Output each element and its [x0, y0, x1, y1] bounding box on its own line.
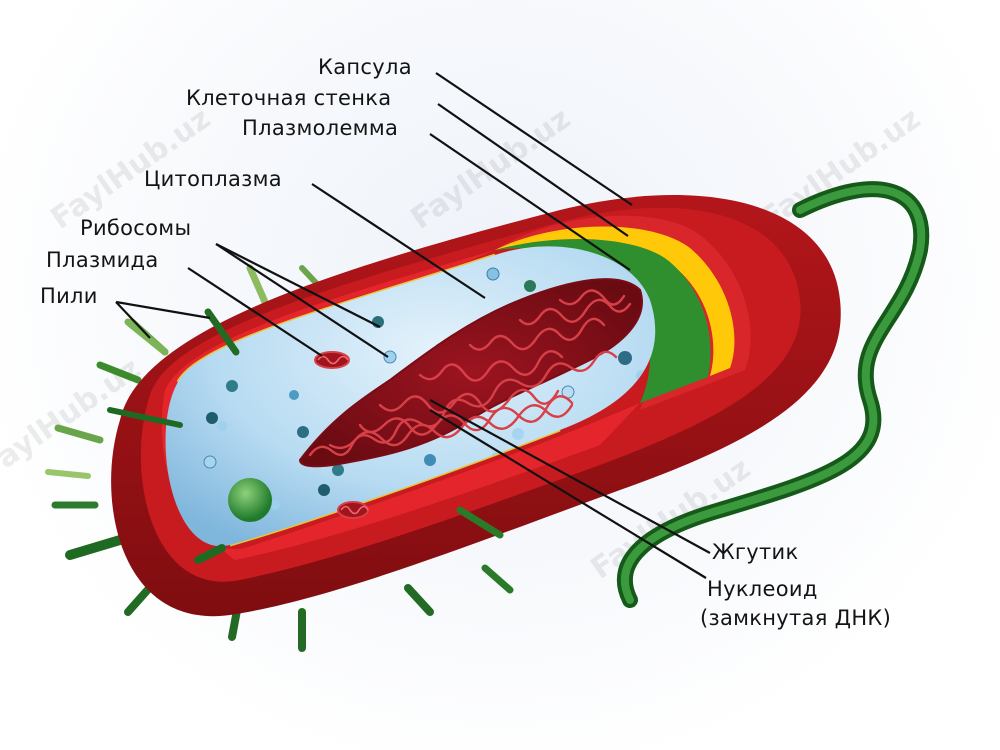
- ribosome: [318, 484, 330, 496]
- ribosome: [297, 426, 309, 438]
- pilus: [124, 318, 169, 356]
- pilus: [107, 407, 183, 428]
- ribosome: [486, 267, 500, 281]
- capsule-inner-lining: [161, 250, 640, 560]
- ribosome: [524, 280, 536, 292]
- pilus: [404, 584, 434, 616]
- label-nucleoid-sub: (замкнутая ДНК): [700, 606, 891, 630]
- pilus: [481, 564, 514, 594]
- ribosome: [383, 350, 397, 364]
- label-cytoplasm: Цитоплазма: [144, 167, 282, 191]
- ribosome: [270, 500, 280, 510]
- plasmid-coils: [340, 505, 369, 515]
- pilus: [65, 535, 125, 560]
- leader-ribosomes-2: [215, 243, 389, 358]
- pilus: [45, 469, 91, 479]
- leader-flagellum: [429, 399, 711, 554]
- leader-cytoplasm: [311, 183, 486, 299]
- cell-wall: [495, 226, 735, 376]
- inclusion-body: [228, 478, 272, 522]
- nucleoid: [298, 278, 643, 468]
- nucleoid-mass: [298, 278, 643, 468]
- leader-ribosomes-1: [215, 243, 381, 328]
- pilus: [299, 265, 321, 288]
- ribosome: [203, 455, 217, 469]
- ribosome: [618, 351, 632, 365]
- front-pili: [107, 308, 504, 564]
- label-cell-wall: Клеточная стенка: [186, 86, 391, 110]
- label-plasmalemma: Плазмолемма: [242, 116, 398, 140]
- leader-nucleoid: [429, 409, 707, 579]
- label-pili: Пили: [40, 284, 98, 308]
- labels: Капсула Клеточная стенка Плазмолемма Цит…: [40, 55, 891, 630]
- ribosome: [289, 390, 299, 400]
- leader-lines: [115, 72, 711, 579]
- plasmid-coils: [317, 355, 349, 365]
- flagellum-highlight: [620, 185, 926, 604]
- nucleoid-strands: [308, 289, 632, 457]
- ribosome: [332, 464, 344, 476]
- plasmid: [337, 501, 369, 519]
- pilus: [456, 506, 504, 539]
- pilus: [194, 544, 226, 564]
- leader-pili-1: [115, 301, 151, 339]
- label-plasmid: Плазмида: [46, 248, 159, 272]
- ribosome: [226, 380, 238, 392]
- plasmalemma: [495, 238, 711, 403]
- leader-pili-2: [115, 300, 211, 320]
- label-capsule: Капсула: [318, 55, 412, 79]
- ribosome: [217, 421, 227, 431]
- pilus: [54, 424, 104, 444]
- leader-capsule: [435, 72, 633, 206]
- ribosome: [512, 428, 524, 440]
- label-ribosomes: Рибосомы: [80, 216, 191, 240]
- leader-plasmid: [187, 267, 323, 357]
- pilus: [96, 361, 142, 384]
- ribosome: [424, 454, 436, 466]
- label-nucleoid: Нуклеоид: [707, 577, 818, 601]
- pilus: [204, 308, 240, 356]
- leader-cell-wall: [437, 103, 629, 237]
- pilus: [246, 264, 269, 306]
- plasmids: [314, 351, 369, 519]
- label-flagellum: Жгутик: [712, 540, 798, 564]
- leader-plasmalemma: [429, 133, 631, 271]
- ribosome: [206, 412, 218, 424]
- watermark-3: FaylHub.uz: [755, 101, 927, 236]
